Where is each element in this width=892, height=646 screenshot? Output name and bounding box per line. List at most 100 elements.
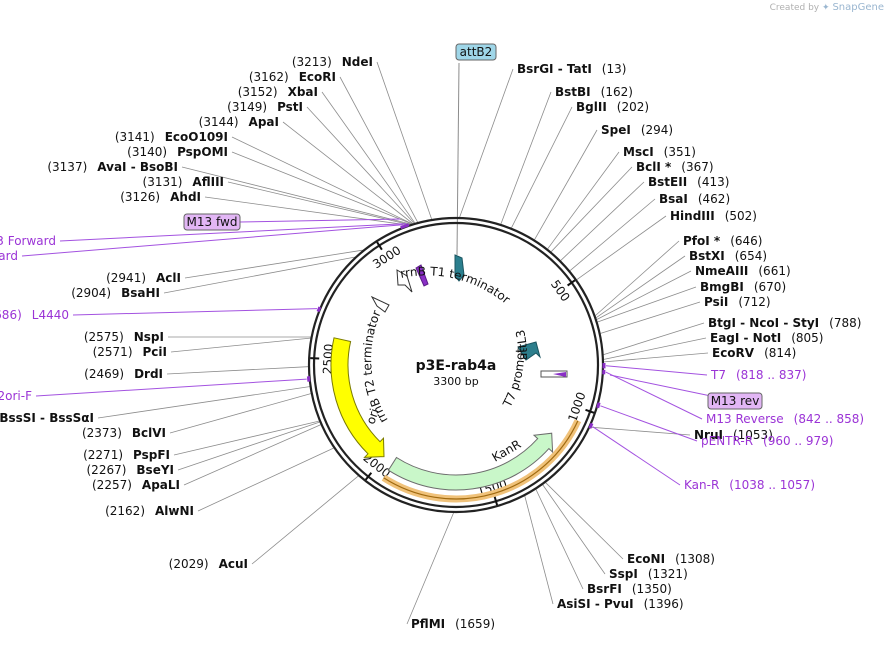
site-label-bsssi-bsss-i[interactable]: (2398)BssSI - BssSαI (0, 411, 94, 425)
site-label-ecoo109i[interactable]: (3141)EcoO109I (115, 130, 228, 144)
site-label-bsahi[interactable]: (2904)BsaHI (71, 286, 160, 300)
tick-mark (585, 408, 595, 414)
restriction-site-labels: BsrGI - TatI(13) BstBI(162)BglII(202) SpeI… (0, 55, 861, 631)
primer-label-m13-puc-forward[interactable]: (3099 .. 3121)M13/pUC Forward (0, 249, 18, 263)
site-label-afliii[interactable]: (3131)AflIII (143, 175, 224, 189)
tick-mark (493, 496, 499, 506)
attb2-box[interactable] (455, 43, 497, 61)
attb2-box-label: attB2 (460, 45, 493, 59)
site-label-apai[interactable]: (3144)ApaI (199, 115, 279, 129)
site-label-ecori[interactable]: (3162)EcoRI (249, 70, 336, 84)
primer-label-pbr322ori-f[interactable]: (2416 .. 2435)pBR322ori-F (0, 389, 32, 403)
site-label-econi[interactable]: EcoNI(1308) (627, 552, 715, 566)
site-label-ecorv[interactable]: EcoRV(814) (712, 346, 796, 360)
site-label-eagi-noti[interactable]: EagI - NotI(805) (710, 331, 823, 345)
kanr-feature-arrow[interactable] (387, 432, 554, 491)
site-label-psii[interactable]: PsiI(712) (704, 295, 771, 309)
rrnb-t1-small-feature[interactable] (415, 264, 429, 287)
site-label-bsteii[interactable]: BstEII(413) (648, 175, 729, 189)
primer-marks (306, 223, 606, 429)
site-label-pflmi[interactable]: PflMI(1659) (411, 617, 495, 631)
site-callout-line (306, 106, 415, 224)
site-label-drdi[interactable]: (2469)DrdI (84, 367, 163, 381)
site-label-ndei[interactable]: (3213)NdeI (292, 55, 373, 69)
site-label-avai-bsobi[interactable]: (3137)AvaI - BsoBI (47, 160, 178, 174)
site-label-apali[interactable]: (2257)ApaLI (92, 478, 180, 492)
t7-primer-mark[interactable] (553, 372, 566, 377)
site-callout-line (603, 352, 709, 363)
site-label-bstbi[interactable]: BstBI(162) (555, 85, 633, 99)
callout-lines (21, 61, 736, 625)
site-label-alwni[interactable]: (2162)AlwNI (105, 504, 194, 518)
site-label-pfoi[interactable]: PfoI *(646) (683, 234, 762, 248)
primer-label-m13-reverse[interactable]: M13 Reverse(842 .. 858) (706, 412, 864, 426)
attB2-feature[interactable] (454, 254, 465, 282)
site-label-psti[interactable]: (3149)PstI (227, 100, 303, 114)
site-label-bstxi[interactable]: BstXI(654) (689, 249, 767, 263)
m13-fwd-box[interactable] (183, 213, 241, 231)
rrnb-t2-terminator-label: rrnB T2 terminator (360, 308, 391, 425)
site-label-acli[interactable]: (2941)AclI (106, 271, 181, 285)
site-callout-line (173, 420, 320, 456)
site-callout-line (166, 366, 309, 375)
rrnb-t1-terminator-label: rrnB T1 terminator (399, 264, 513, 306)
primer-callout-line (592, 426, 681, 486)
site-label-nrui[interactable]: NruI(1053) (694, 428, 773, 442)
site-label-bcli[interactable]: BclI *(367) (636, 160, 714, 174)
site-callout-line (204, 196, 408, 226)
site-label-msci[interactable]: MscI(351) (623, 145, 696, 159)
attL3-feature[interactable] (517, 341, 541, 361)
site-label-btgi-ncoi-styi[interactable]: BtgI - NcoI - StyI(788) (708, 316, 861, 330)
site-label-nmeaiii[interactable]: NmeAIII(661) (695, 264, 791, 278)
site-label-bsrgi-tati[interactable]: BsrGI - TatI(13) (517, 62, 626, 76)
site-callout-line (339, 76, 418, 223)
site-callout-line (500, 91, 552, 225)
primer-mark (316, 306, 322, 313)
site-label-bsrfi[interactable]: BsrFI(1350) (587, 582, 672, 596)
site-callout-line (597, 286, 697, 323)
site-label-bclvi[interactable]: (2373)BclVI (82, 426, 166, 440)
primer-label-m13-forward[interactable]: (3113 .. 3130)M13 Forward (0, 234, 56, 248)
primer-label-kan-r[interactable]: Kan-R(1038 .. 1057) (684, 478, 815, 492)
tick-mark (364, 472, 373, 481)
site-label-bsai[interactable]: BsaI(462) (659, 192, 730, 206)
site-label-sspi[interactable]: SspI(1321) (609, 567, 688, 581)
site-label-acui[interactable]: (2029)AcuI (169, 557, 248, 571)
primer-callout-line (21, 224, 403, 257)
primer-label-pentr-r[interactable]: pENTR-R(960 .. 979) (701, 434, 833, 448)
site-label-bseyi[interactable]: (2267)BseYI (87, 463, 175, 477)
site-callout-line (406, 512, 454, 625)
site-callout-line (547, 151, 620, 250)
site-callout-line (181, 166, 411, 225)
site-label-pspomi[interactable]: (3140)PspOMI (127, 145, 228, 159)
site-label-pspfi[interactable]: (2271)PspFI (83, 448, 170, 462)
site-callout-line (197, 447, 334, 512)
m13-rev-box[interactable] (707, 392, 763, 410)
site-callout-line (97, 386, 310, 419)
site-callout-line (231, 151, 412, 225)
site-label-bglii[interactable]: BglII(202) (576, 100, 649, 114)
site-label-hindiii[interactable]: HindIII(502) (670, 209, 757, 223)
primer-label-l4440[interactable]: (2669 .. 2686)L4440 (0, 308, 69, 322)
site-label-bmgbi[interactable]: BmgBI(670) (700, 280, 786, 294)
site-label-asisi-pvui[interactable]: AsiSI - PvuI(1396) (557, 597, 684, 611)
ori-label: ori (364, 407, 382, 426)
site-label-nspi[interactable]: (2575)NspI (84, 330, 164, 344)
rrnb-t2-terminator-arrow[interactable] (370, 295, 390, 313)
tick-mark (567, 279, 576, 287)
snapgene-credit: Created by ✦ SnapGene (770, 2, 884, 13)
ori-feature-arrow[interactable] (330, 337, 385, 458)
snapgene-logo-icon: ✦ (822, 3, 830, 13)
site-label-xbai[interactable]: (3152)XbaI (238, 85, 318, 99)
rrnb-t1-terminator-arrow[interactable] (396, 269, 413, 293)
site-label-spei[interactable]: SpeI(294) (601, 123, 673, 137)
site-callout-line (227, 181, 410, 225)
site-label-pcii[interactable]: (2571)PciI (93, 345, 167, 359)
plasmid-length: 3300 bp (433, 375, 478, 388)
primer-label-t7[interactable]: T7(818 .. 837) (710, 368, 806, 382)
m13-rev-box-label: M13 rev (711, 394, 760, 408)
site-callout-line (595, 240, 680, 316)
boxed-callout-line (456, 62, 460, 256)
site-label-ahdi[interactable]: (3126)AhdI (120, 190, 201, 204)
